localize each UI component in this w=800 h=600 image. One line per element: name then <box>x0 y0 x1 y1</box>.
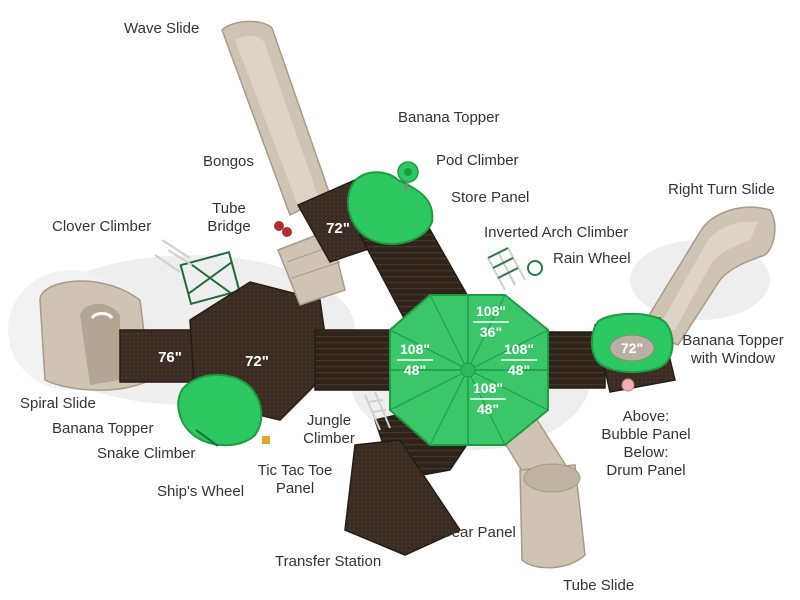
banana-topper-window <box>590 312 674 373</box>
height-roof-top: 108" <box>476 303 506 319</box>
label-banana-topper-window: Banana Topper with Window <box>674 332 792 368</box>
label-jungle-climber-line2: Climber <box>303 430 355 447</box>
ships-wheel <box>262 436 270 444</box>
deck-left <box>119 329 201 383</box>
bubble-panel <box>621 378 635 392</box>
label-above: Above: <box>622 408 670 425</box>
main-roof <box>389 294 549 446</box>
pod-climber <box>397 161 419 193</box>
label-tube-slide: Tube Slide <box>563 577 635 594</box>
label-banana-topper-window-line2: with Window <box>690 350 776 367</box>
label-above-below: Above: Bubble Panel Below: Drum Panel <box>595 408 697 480</box>
label-drum-panel: Drum Panel <box>606 462 686 479</box>
label-banana-topper-left: Banana Topper <box>52 420 154 437</box>
label-store-panel: Store Panel <box>451 189 530 206</box>
height-left-deck: 76" <box>158 349 182 366</box>
label-gear-panel: Gear Panel <box>440 524 516 541</box>
label-spiral-slide: Spiral Slide <box>20 395 96 412</box>
label-below: Below: <box>623 444 669 461</box>
wave-slide <box>221 20 331 217</box>
height-roof-left-sub: 48" <box>404 362 426 378</box>
banana-topper-left <box>177 373 263 447</box>
height-upper-deck: 72" <box>326 220 350 237</box>
label-tic-tac-toe-line2: Panel <box>275 480 315 497</box>
bridge-left <box>314 329 401 391</box>
height-hex-deck: 72" <box>245 353 269 370</box>
label-jungle-climber-line1: Jungle <box>306 412 352 429</box>
transfer-station-deck <box>344 439 462 556</box>
label-clover-climber: Clover Climber <box>52 218 152 235</box>
jungle-climber <box>364 391 391 431</box>
snake-climber <box>195 429 219 447</box>
label-tic-tac-toe-line1: Tic Tac Toe <box>257 462 333 479</box>
label-bongos: Bongos <box>203 153 254 170</box>
inverted-arch-climber <box>487 247 526 291</box>
clover-climber-rails <box>154 239 193 273</box>
label-jungle-climber: Jungle Climber <box>298 412 360 448</box>
height-labels: 72" 76" 72" 72" 108" 36" 108" 48" 108" 4… <box>158 220 643 417</box>
label-tic-tac-toe: Tic Tac Toe Panel <box>247 462 343 498</box>
bongos <box>274 221 292 237</box>
label-tube-bridge: Tube Bridge <box>204 200 254 236</box>
label-right-turn-slide: Right Turn Slide <box>668 181 775 198</box>
label-snake-climber: Snake Climber <box>97 445 196 462</box>
height-roof-right: 108" <box>504 341 534 357</box>
rain-wheel <box>527 260 543 276</box>
label-bubble-panel: Bubble Panel <box>601 426 691 443</box>
banana-topper-top <box>347 171 434 245</box>
label-ships-wheel: Ship's Wheel <box>157 483 245 500</box>
label-wave-slide: Wave Slide <box>124 20 200 37</box>
label-tube-bridge-line2: Bridge <box>207 218 251 235</box>
height-roof-bottom-sub: 48" <box>477 401 499 417</box>
right-turn-slide <box>638 206 776 346</box>
label-banana-topper-top: Banana Topper <box>398 109 500 126</box>
clover-climber <box>179 250 241 306</box>
label-inverted-arch-climber: Inverted Arch Climber <box>484 224 629 241</box>
height-right-deck: 72" <box>621 340 643 356</box>
height-roof-right-sub: 48" <box>508 362 530 378</box>
label-transfer-station: Transfer Station <box>275 553 382 570</box>
height-roof-bottom: 108" <box>473 380 503 396</box>
label-banana-topper-window-line1: Banana Topper <box>682 332 784 349</box>
height-roof-left: 108" <box>400 341 430 357</box>
label-rain-wheel: Rain Wheel <box>553 250 631 267</box>
height-roof-top-sub: 36" <box>480 324 502 340</box>
label-tube-bridge-line1: Tube <box>212 200 246 217</box>
label-pod-climber: Pod Climber <box>436 152 519 169</box>
